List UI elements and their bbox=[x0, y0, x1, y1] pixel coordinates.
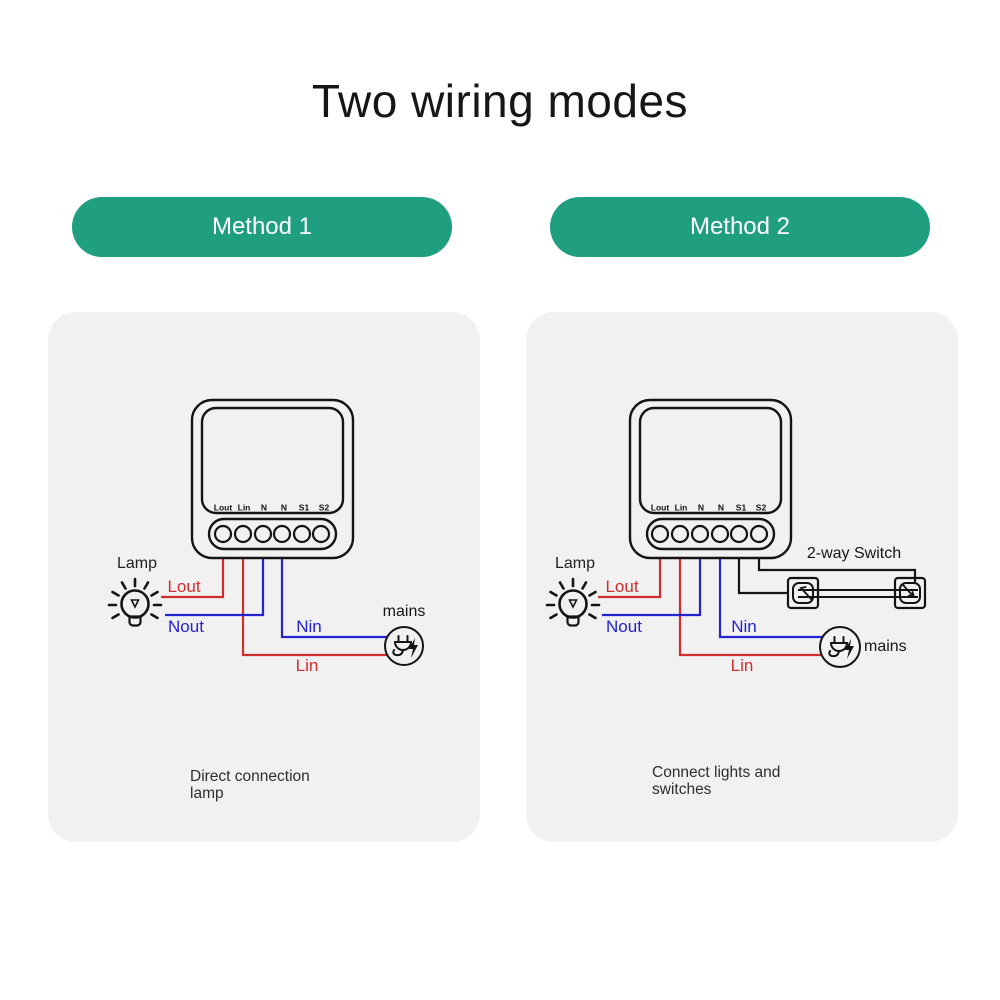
terminal-circle bbox=[233, 524, 253, 544]
smart-switch-module: Lout Lin N N S1 S2 bbox=[190, 398, 355, 560]
page-title: Two wiring modes bbox=[311, 75, 689, 127]
terminal-circle bbox=[272, 524, 292, 544]
nin-wire-label: Nin bbox=[731, 617, 757, 636]
method-1-caption: Direct connection lamp bbox=[190, 768, 410, 802]
wire-nout-blue bbox=[602, 534, 702, 617]
terminal-label-s1: S1 bbox=[736, 503, 747, 513]
wire-lin-red bbox=[678, 534, 832, 657]
two-way-switch-label: 2-way Switch bbox=[806, 545, 902, 562]
lout-wire-label: Lout bbox=[605, 577, 639, 596]
terminal-label-lout: Lout bbox=[651, 503, 670, 513]
method-1-label: Method 1 bbox=[211, 213, 313, 240]
method-1-wiring-diagram: Lout Lin N N S1 S2 bbox=[107, 398, 424, 666]
lightning-bolt-icon bbox=[845, 639, 854, 659]
nin-wire-label: Nin bbox=[296, 617, 322, 636]
terminal-circle bbox=[710, 524, 730, 544]
terminal-label-n2: N bbox=[718, 503, 724, 513]
method-2-wiring-diagram: Lout Lin N N S1 S2 bbox=[545, 398, 927, 668]
terminal-label-n1: N bbox=[261, 503, 267, 513]
method-2-caption: Connect lights and switches bbox=[652, 764, 882, 798]
terminal-label-n1: N bbox=[698, 503, 704, 513]
lin-wire-label: Lin bbox=[730, 656, 754, 675]
mains-label: mains bbox=[382, 603, 426, 620]
caption-line: switches bbox=[652, 781, 712, 798]
wire-nout-blue bbox=[165, 534, 265, 617]
wall-switch-icon-right bbox=[893, 576, 927, 610]
method-1-card: Lout Lin N N S1 S2 bbox=[48, 312, 480, 842]
terminal-circle bbox=[292, 524, 312, 544]
wall-switch-icon-left bbox=[786, 576, 820, 610]
lout-wire-label: Lout bbox=[167, 577, 201, 596]
wire-lin-red bbox=[241, 534, 394, 657]
method-2-card: Lout Lin N N S1 S2 bbox=[526, 312, 958, 842]
terminal-label-lin: Lin bbox=[675, 503, 688, 513]
terminal-circle bbox=[749, 524, 769, 544]
terminal-circle bbox=[670, 524, 690, 544]
wire-nin-blue bbox=[718, 534, 828, 639]
terminal-label-lout: Lout bbox=[214, 503, 233, 513]
method-2-label: Method 2 bbox=[689, 213, 791, 240]
nout-wire-label: Nout bbox=[606, 617, 642, 636]
terminal-label-n2: N bbox=[281, 503, 287, 513]
smart-switch-module: Lout Lin N N S1 S2 bbox=[628, 398, 793, 560]
terminal-label-lin: Lin bbox=[238, 503, 251, 513]
terminal-circle bbox=[729, 524, 749, 544]
method-1-badge: Method 1 bbox=[72, 197, 452, 257]
lamp-label: Lamp bbox=[116, 555, 158, 572]
lightning-bolt-icon bbox=[409, 638, 418, 658]
wire-nin-blue bbox=[280, 534, 392, 639]
terminal-label-s2: S2 bbox=[319, 503, 330, 513]
lamp-label: Lamp bbox=[554, 555, 596, 572]
caption-line: Direct connection bbox=[190, 768, 310, 785]
mains-label: mains bbox=[864, 638, 907, 655]
terminal-label-s1: S1 bbox=[299, 503, 310, 513]
terminal-circle bbox=[650, 524, 670, 544]
caption-line: lamp bbox=[190, 785, 224, 802]
mains-plug-icon bbox=[819, 626, 861, 668]
terminal-circle bbox=[253, 524, 273, 544]
terminal-label-s2: S2 bbox=[756, 503, 767, 513]
caption-line: Connect lights and bbox=[652, 764, 781, 781]
nout-wire-label: Nout bbox=[168, 617, 204, 636]
method-2-badge: Method 2 bbox=[550, 197, 930, 257]
terminal-circle bbox=[311, 524, 331, 544]
lin-wire-label: Lin bbox=[295, 656, 319, 675]
terminal-circle bbox=[213, 524, 233, 544]
mains-plug-icon bbox=[384, 626, 424, 666]
lamp-icon bbox=[107, 577, 163, 627]
lamp-icon bbox=[545, 577, 601, 627]
terminal-circle bbox=[690, 524, 710, 544]
